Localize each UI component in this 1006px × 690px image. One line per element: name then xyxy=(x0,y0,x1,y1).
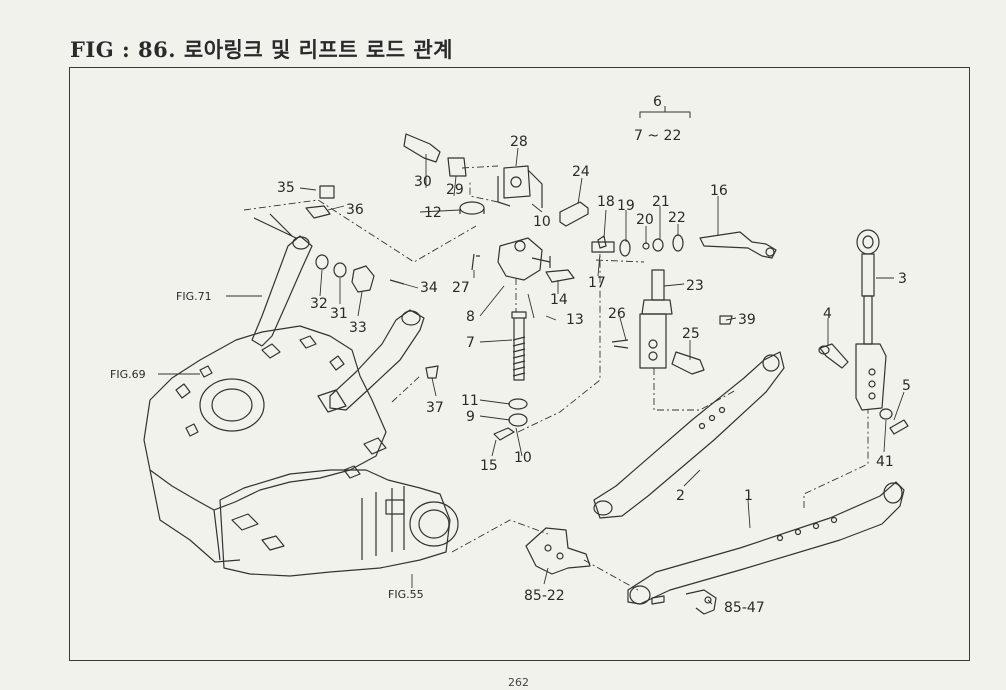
part-label-8: 8 xyxy=(466,309,475,325)
part-label-36: 36 xyxy=(346,202,364,218)
page-title: FIG : 86. 로아링크 및 리프트 로드 관계 xyxy=(70,37,453,62)
part-label-26: 26 xyxy=(608,306,626,322)
right-lift-rod xyxy=(593,269,785,519)
assembly-number-label: 6 xyxy=(653,94,662,110)
part-label-19: 19 xyxy=(617,198,635,214)
lower-link-and-rod xyxy=(627,229,909,615)
part-label-1: 1 xyxy=(744,488,753,504)
part-label-14: 14 xyxy=(550,292,568,308)
bracket-85-22 xyxy=(525,527,591,575)
part-label-25: 25 xyxy=(682,326,700,342)
fig71-ref-label: FIG.71 xyxy=(176,290,212,303)
part-label-41: 41 xyxy=(876,454,894,470)
part-label-32: 32 xyxy=(310,296,328,312)
part-label-23: 23 xyxy=(686,278,704,294)
part-label-34: 34 xyxy=(420,280,438,296)
part-label-10-lower: 10 xyxy=(514,450,532,466)
part-label-28: 28 xyxy=(510,134,528,150)
part-label-37: 37 xyxy=(426,400,444,416)
part-label-20: 20 xyxy=(636,212,654,228)
ref-85-22-label: 85-22 xyxy=(524,588,565,604)
part-label-11: 11 xyxy=(461,393,479,409)
part-label-18: 18 xyxy=(597,194,615,210)
assembly-range-label: 7 ~ 22 xyxy=(634,128,681,144)
fig69-ref-label: FIG.69 xyxy=(110,368,146,381)
part-labels: 6 7 ~ 22 FIG.71 FIG.69 FIG.55 85-22 85-4… xyxy=(110,94,911,616)
part-label-39: 39 xyxy=(738,312,756,328)
assembly-lines xyxy=(243,165,869,591)
fig55-ref-label: FIG.55 xyxy=(388,588,424,601)
part-label-2: 2 xyxy=(676,488,685,504)
lift-rod-assembly xyxy=(305,133,777,441)
part-label-3: 3 xyxy=(898,271,907,287)
part-label-4: 4 xyxy=(823,306,832,322)
part-label-27: 27 xyxy=(452,280,470,296)
part-label-33: 33 xyxy=(349,320,367,336)
page-number: 262 xyxy=(508,676,529,689)
part-label-31: 31 xyxy=(330,306,348,322)
part-label-5: 5 xyxy=(902,378,911,394)
part-label-35: 35 xyxy=(277,180,295,196)
part-label-10-upper: 10 xyxy=(533,214,551,230)
part-label-15: 15 xyxy=(480,458,498,474)
part-label-12: 12 xyxy=(424,205,442,221)
part-label-17: 17 xyxy=(588,275,606,291)
part-label-29: 29 xyxy=(446,182,464,198)
part-label-9: 9 xyxy=(466,409,475,425)
part-label-13: 13 xyxy=(566,312,584,328)
part-label-21: 21 xyxy=(652,194,670,210)
callout-lines xyxy=(158,147,905,605)
lift-arms xyxy=(251,213,425,413)
part-label-16: 16 xyxy=(710,183,728,199)
ref-85-47-label: 85-47 xyxy=(724,600,765,616)
part-label-30: 30 xyxy=(414,174,432,190)
transmission-housing xyxy=(143,325,459,577)
part-label-22: 22 xyxy=(668,210,686,226)
part-label-24: 24 xyxy=(572,164,590,180)
diagram-frame xyxy=(69,67,970,661)
part-label-7: 7 xyxy=(466,335,475,351)
